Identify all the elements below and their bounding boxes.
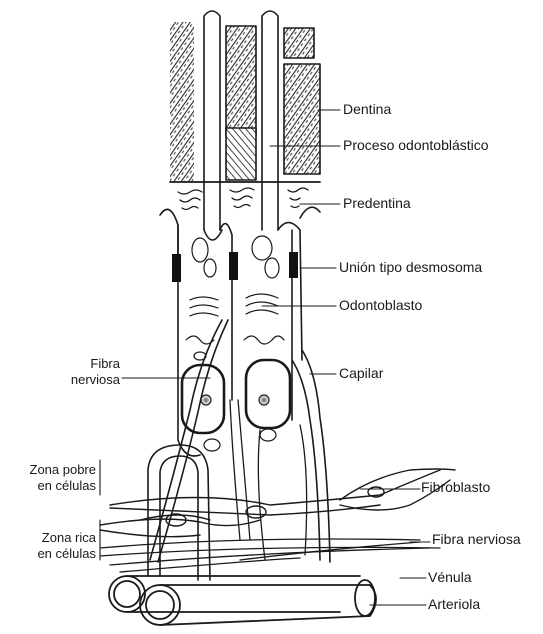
label-proceso-odontoblastico: Proceso odontoblástico [343, 137, 489, 154]
label-zona-pobre-line2: en células [6, 478, 96, 494]
label-arteriola: Arteriola [428, 596, 480, 613]
predentin-wiggles [178, 188, 308, 210]
label-fibroblasto: Fibroblasto [421, 479, 490, 496]
label-zona-rica-line2: en células [6, 546, 96, 562]
label-dentina: Dentina [343, 101, 391, 118]
label-venula: Vénula [428, 569, 472, 586]
leader-lines [100, 110, 430, 605]
capillary [292, 350, 330, 562]
label-capilar: Capilar [339, 365, 383, 382]
label-union-desmosoma: Unión tipo desmosoma [339, 259, 482, 276]
crossing-fibers [230, 400, 307, 560]
organelles-middle [244, 236, 290, 441]
label-zona-pobre: Zona pobre en células [6, 462, 96, 493]
label-predentina: Predentina [343, 195, 411, 212]
label-odontoblasto: Odontoblasto [339, 297, 422, 314]
label-zona-rica-line1: Zona rica [6, 530, 96, 546]
label-fibra-nerviosa-left: Fibra nerviosa [30, 356, 120, 387]
label-fibra-nerviosa-right: Fibra nerviosa [432, 531, 521, 548]
label-zona-pobre-line1: Zona pobre [6, 462, 96, 478]
venule-arteriole [109, 576, 376, 625]
label-fibra-nerviosa-left-line2: nerviosa [30, 372, 120, 388]
fibroblasts [100, 469, 455, 537]
dentin-region [170, 22, 320, 182]
label-zona-rica: Zona rica en células [6, 530, 96, 561]
label-fibra-nerviosa-left-line1: Fibra [30, 356, 120, 372]
